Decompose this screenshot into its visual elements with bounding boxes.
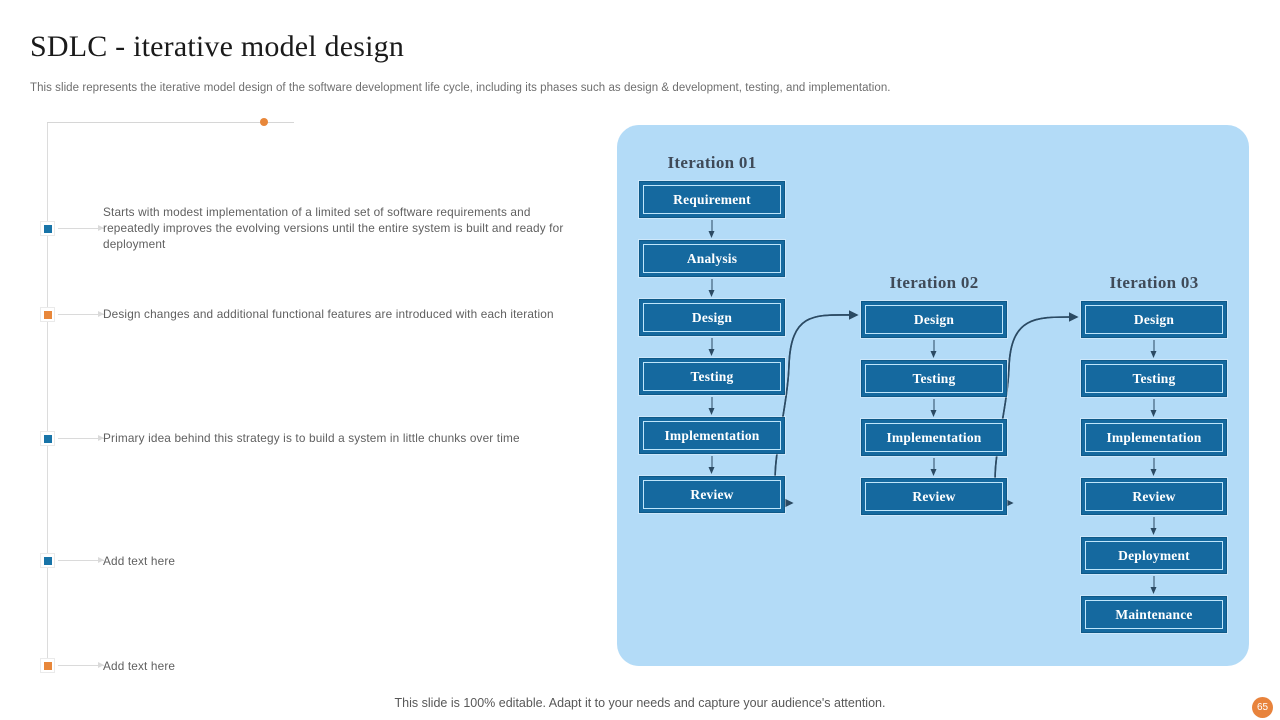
page-subtitle: This slide represents the iterative mode… [30, 82, 891, 94]
stage-testing[interactable]: Testing [1081, 360, 1227, 397]
timeline-arrow-5 [58, 662, 104, 668]
iteration-column-2-title: Iteration 02 [889, 273, 979, 292]
down-arrow-icon [639, 395, 785, 417]
stage-label: Testing [1132, 370, 1176, 386]
stage-deployment[interactable]: Deployment [1081, 537, 1227, 574]
stage-label: Analysis [686, 250, 738, 266]
stage-analysis[interactable]: Analysis [639, 240, 785, 277]
down-arrow-icon [639, 277, 785, 299]
timeline-marker-4[interactable] [40, 553, 55, 568]
stage-implementation[interactable]: Implementation [1081, 419, 1227, 456]
page-number-badge: 65 [1252, 697, 1273, 718]
down-arrow-icon [1081, 515, 1227, 537]
iteration-column-2: Iteration 02 Design Testing Implementati… [861, 273, 1007, 515]
timeline-marker-3[interactable] [40, 431, 55, 446]
down-arrow-icon [1081, 338, 1227, 360]
stage-maintenance[interactable]: Maintenance [1081, 596, 1227, 633]
stage-design[interactable]: Design [861, 301, 1007, 338]
iteration-column-1: Iteration 01 Requirement Analysis Design… [639, 153, 785, 513]
iteration-column-3-title: Iteration 03 [1109, 273, 1199, 292]
timeline-marker-2[interactable] [40, 307, 55, 322]
iteration-diagram-panel: Iteration 01 Requirement Analysis Design… [617, 125, 1249, 666]
down-arrow-icon [1081, 397, 1227, 419]
iteration-column-1-title: Iteration 01 [667, 153, 757, 172]
stage-testing[interactable]: Testing [861, 360, 1007, 397]
loop-arrow-1 [774, 310, 859, 504]
footer-note: This slide is 100% editable. Adapt it to… [394, 696, 886, 710]
stage-implementation[interactable]: Implementation [861, 419, 1007, 456]
timeline-text-5: Add text here [103, 659, 176, 673]
stage-label: Implementation [664, 427, 760, 443]
timeline-top-dot [260, 118, 268, 126]
iteration-column-3: Iteration 03 Design Testing Implementati… [1081, 273, 1227, 633]
loop-arrow-2b [994, 316, 1078, 508]
timeline-text-1: Starts with modest implementation of a l… [103, 205, 564, 252]
timeline-vertical-line [47, 122, 48, 670]
timeline-text-4: Add text here [103, 554, 176, 568]
stage-label: Requirement [673, 191, 751, 207]
stage-design[interactable]: Design [639, 299, 785, 336]
stage-label: Testing [912, 370, 956, 386]
down-arrow-icon [1081, 574, 1227, 596]
down-arrow-icon [639, 336, 785, 358]
timeline-text-3: Primary idea behind this strategy is to … [103, 431, 520, 445]
stage-testing[interactable]: Testing [639, 358, 785, 395]
stage-review[interactable]: Review [1081, 478, 1227, 515]
down-arrow-icon [861, 397, 1007, 419]
down-arrow-icon [861, 338, 1007, 360]
down-arrow-icon [861, 456, 1007, 478]
stage-review[interactable]: Review [861, 478, 1007, 515]
stage-label: Design [1133, 311, 1175, 327]
down-arrow-icon [639, 454, 785, 476]
timeline-arrow-3 [58, 435, 104, 441]
stage-label: Design [691, 309, 733, 325]
stage-label: Deployment [1118, 547, 1190, 563]
timeline-arrow-2 [58, 311, 104, 317]
stage-requirement[interactable]: Requirement [639, 181, 785, 218]
stage-label: Review [1132, 488, 1176, 504]
stage-design[interactable]: Design [1081, 301, 1227, 338]
timeline-text-2: Design changes and additional functional… [103, 307, 554, 321]
timeline-arrow-1 [58, 225, 104, 231]
timeline-marker-1[interactable] [40, 221, 55, 236]
stage-label: Review [912, 488, 956, 504]
stage-label: Maintenance [1115, 606, 1193, 622]
down-arrow-icon [1081, 456, 1227, 478]
timeline: Starts with modest implementation of a l… [30, 110, 590, 673]
stage-label: Implementation [886, 429, 982, 445]
loop-arrow-2 [994, 312, 1079, 504]
page-title: SDLC - iterative model design [30, 30, 405, 63]
stage-label: Testing [690, 368, 734, 384]
timeline-arrow-4 [58, 557, 104, 563]
stage-implementation[interactable]: Implementation [639, 417, 785, 454]
down-arrow-icon [639, 218, 785, 240]
timeline-marker-5[interactable] [40, 658, 55, 673]
stage-review[interactable]: Review [639, 476, 785, 513]
loop-arrow-1b [774, 314, 858, 508]
stage-label: Review [690, 486, 734, 502]
stage-label: Implementation [1106, 429, 1202, 445]
stage-label: Design [913, 311, 955, 327]
timeline-top-line [47, 122, 294, 123]
